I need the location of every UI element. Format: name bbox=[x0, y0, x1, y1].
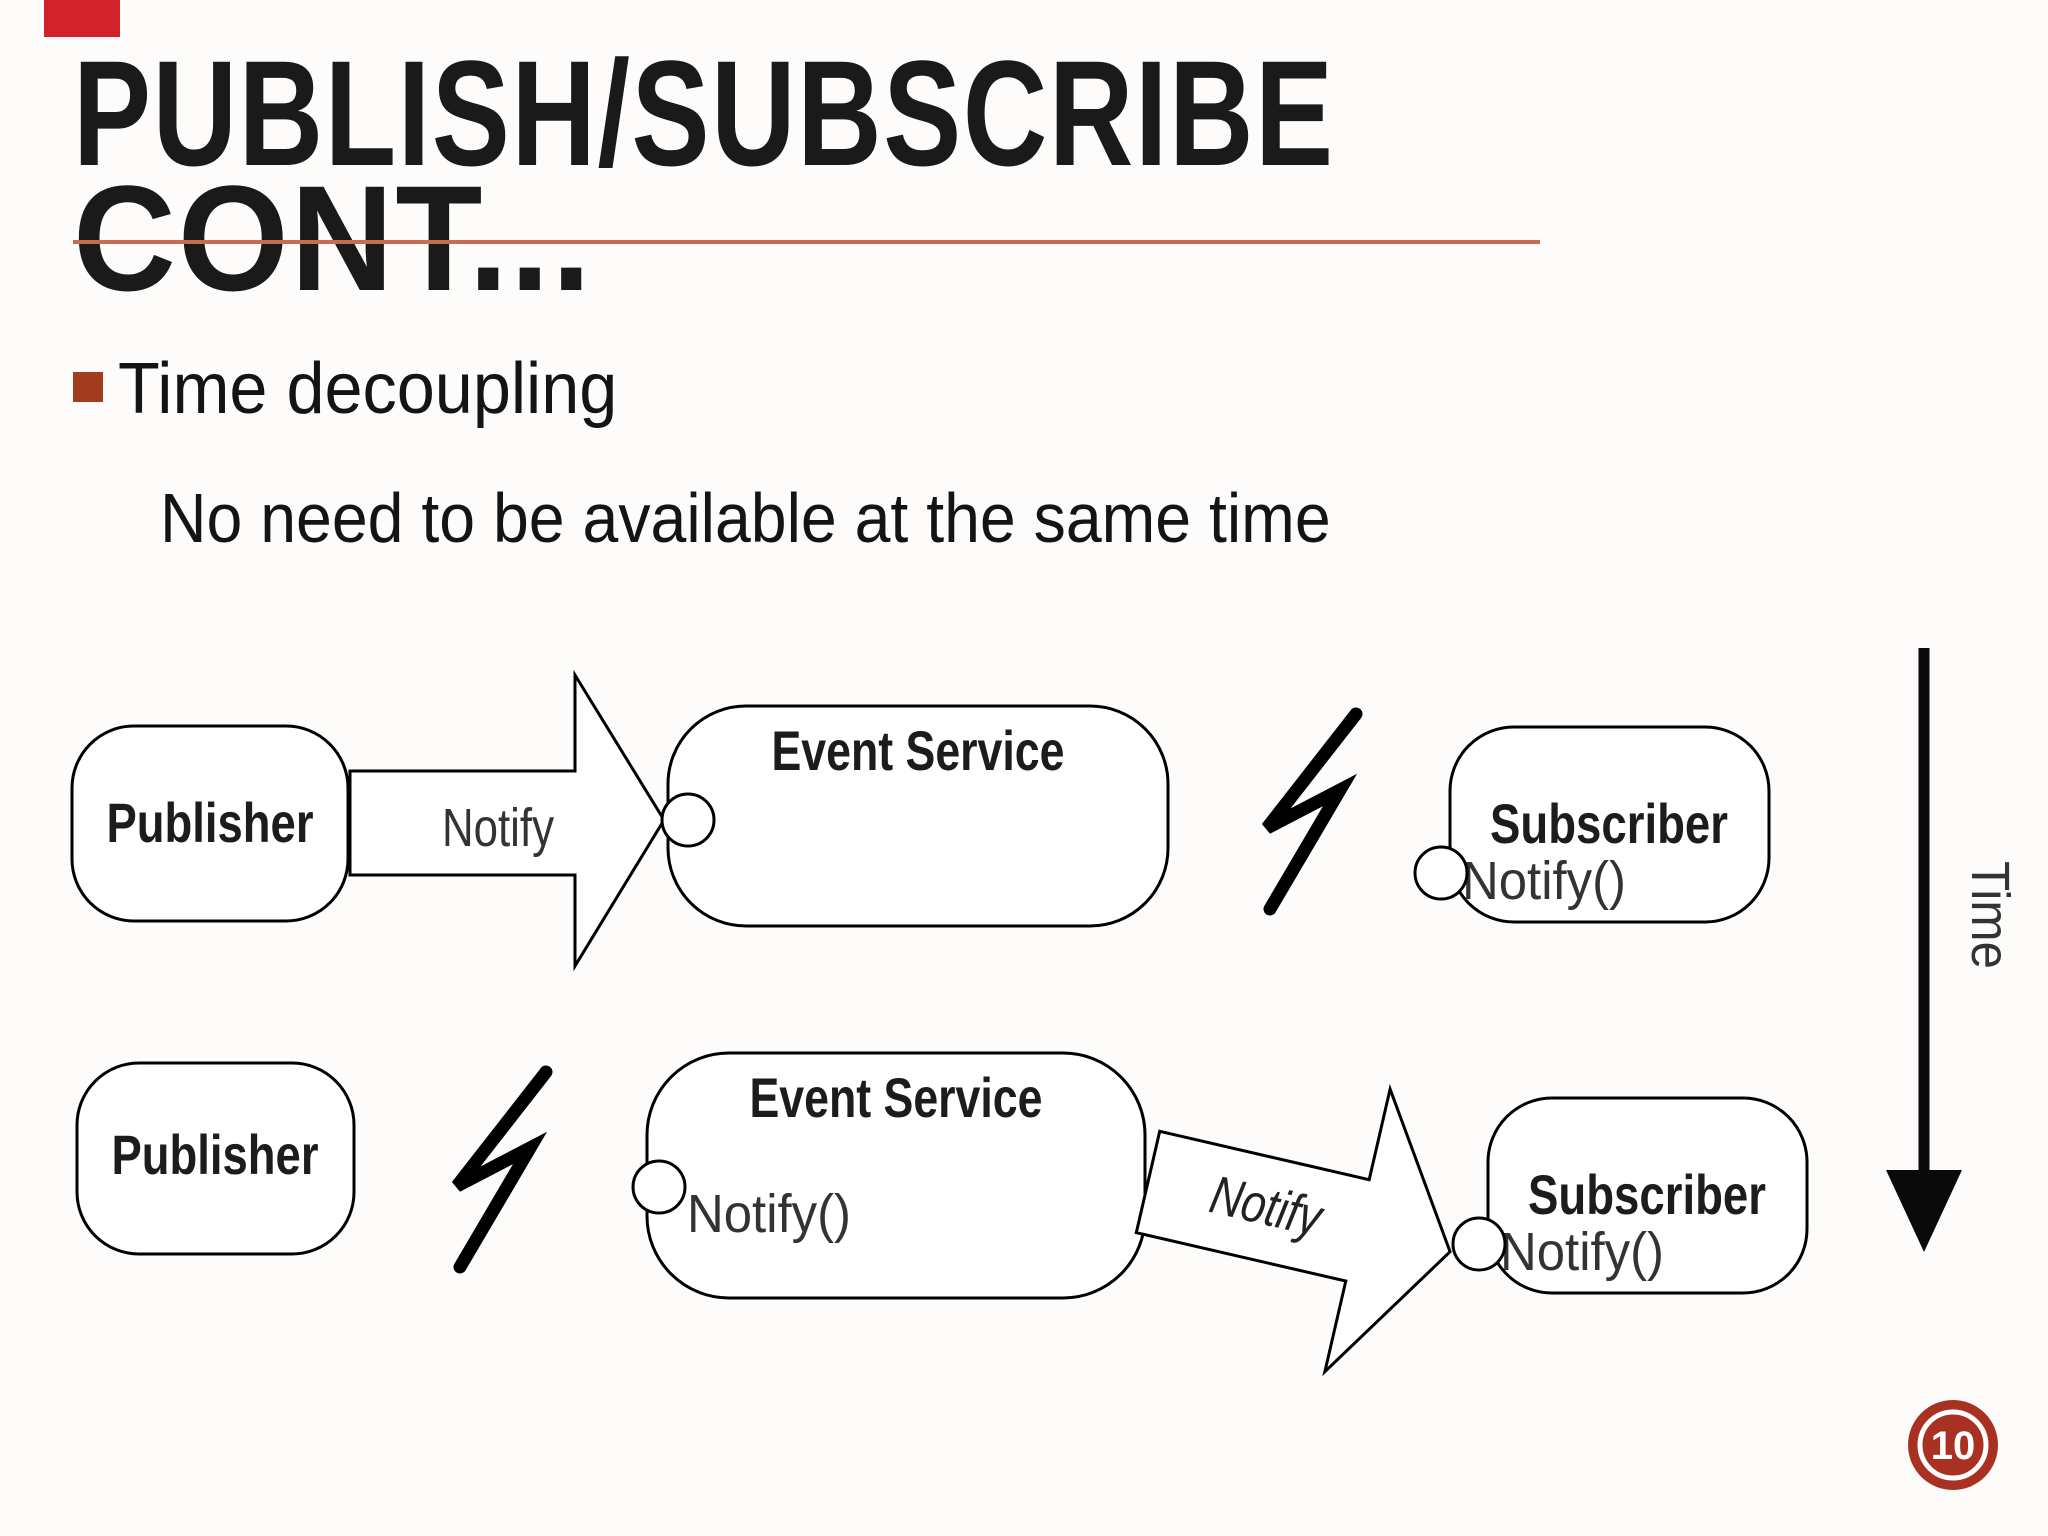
slide-title-line1: PUBLISH/SUBSCRIBE bbox=[73, 29, 1335, 197]
interface-lollipop-subscriber-row2 bbox=[1451, 1216, 1507, 1272]
sub-bullet-text: No need to be available at the same time bbox=[160, 479, 1331, 557]
notify-block-arrow-row2 bbox=[1134, 1083, 1452, 1377]
interface-lollipop-event-service-row2 bbox=[631, 1159, 687, 1215]
publisher-box-row2 bbox=[75, 1061, 356, 1256]
interface-lollipop-subscriber-row1 bbox=[1413, 845, 1469, 901]
event-service-label-row2: Event Service bbox=[750, 1066, 1043, 1129]
subscriber-label-row2: Subscriber bbox=[1528, 1163, 1766, 1226]
title-underline bbox=[73, 240, 1540, 244]
subscriber-box-row2 bbox=[1486, 1096, 1809, 1295]
subscriber-box-row1 bbox=[1448, 725, 1771, 924]
page-number-badge-ring bbox=[1917, 1409, 1989, 1481]
subscriber-notify-method-row2: Notify() bbox=[1500, 1222, 1664, 1282]
publisher-box-row1 bbox=[70, 724, 350, 923]
slide-title-line2: CONT... bbox=[73, 154, 593, 322]
broken-link-lightning-row1 bbox=[1261, 707, 1363, 916]
page-number: 10 bbox=[1931, 1424, 1976, 1468]
bullet-text: Time decoupling bbox=[118, 349, 618, 429]
publisher-label-row1: Publisher bbox=[107, 791, 314, 854]
subscriber-label-row1: Subscriber bbox=[1490, 792, 1728, 855]
time-axis-label: Time bbox=[1960, 861, 2020, 969]
interface-lollipop-event-service-row1 bbox=[660, 792, 716, 848]
bullet-square-icon bbox=[73, 372, 103, 402]
event-service-label-row1: Event Service bbox=[772, 719, 1065, 782]
broken-link-lightning-row2 bbox=[451, 1065, 553, 1274]
publisher-label-row2: Publisher bbox=[112, 1123, 319, 1186]
time-axis-arrowhead-icon bbox=[1886, 1170, 1962, 1252]
subscriber-notify-method-row1: Notify() bbox=[1462, 851, 1626, 911]
corner-accent-mark bbox=[44, 0, 120, 37]
notify-arrow-label-row1: Notify bbox=[442, 798, 554, 858]
event-service-notify-method-row2: Notify() bbox=[687, 1184, 851, 1244]
notify-block-arrow-row1 bbox=[348, 669, 666, 972]
